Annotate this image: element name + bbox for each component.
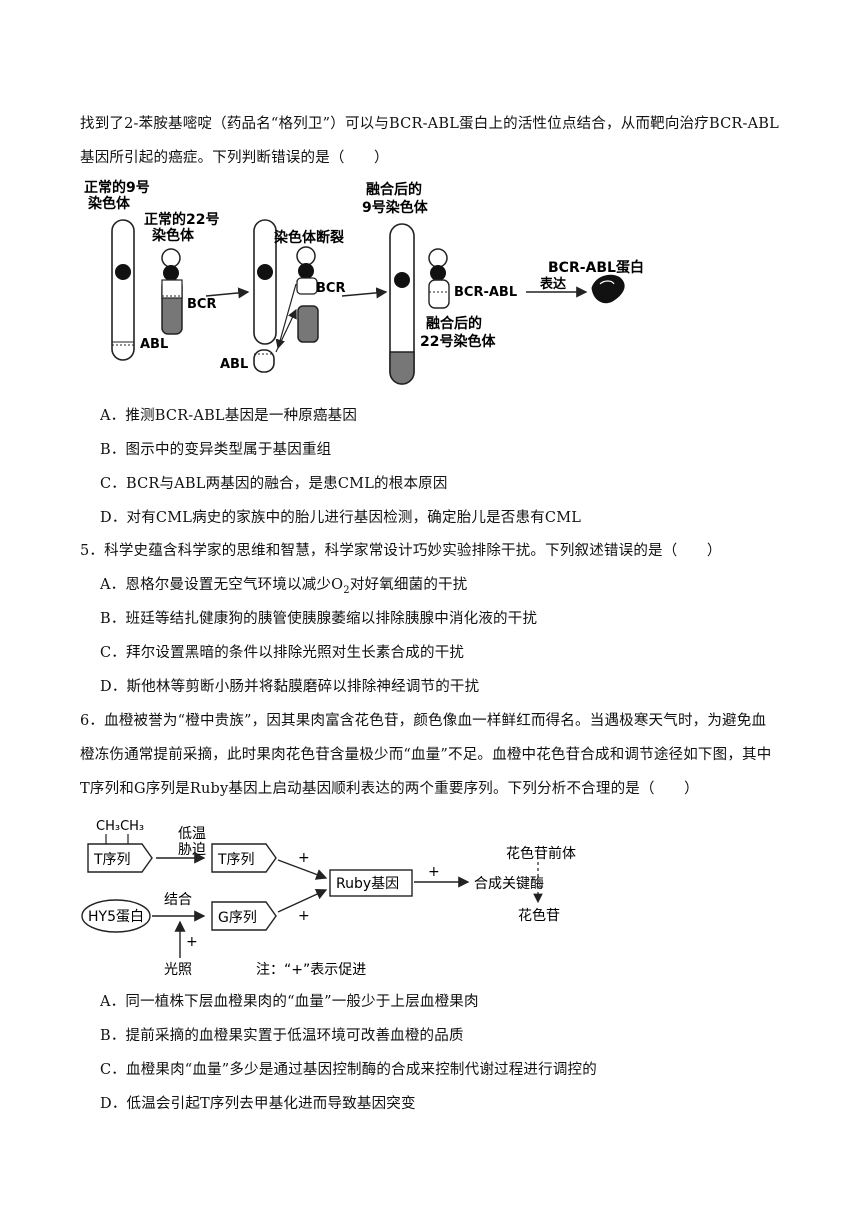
arrow-swap-2 — [275, 308, 297, 353]
t-sequence-box — [211, 843, 277, 873]
label-cold-b: 胁迫 — [178, 842, 206, 858]
label-normal22-b: 染色体 — [152, 227, 195, 244]
label-plus3: + — [298, 908, 310, 924]
label-g-seq: G序列 — [218, 910, 257, 926]
label-normal22-a: 正常的22号 — [144, 211, 219, 228]
label-cold-a: 低温 — [178, 826, 206, 842]
label-normal9-b: 染色体 — [88, 195, 131, 212]
label-anthocyanin: 花色苷 — [518, 907, 560, 924]
label-precursor: 花色苷前体 — [506, 845, 576, 862]
label-enzyme: 合成关键酶 — [474, 876, 544, 892]
q6-stem-line3: T序列和G序列是Ruby基因上启动基因顺利表达的两个重要序列。下列分析不合理的是… — [80, 781, 699, 797]
label-normal9-a: 正常的9号 — [84, 179, 150, 196]
arrow-stage2-3 — [341, 287, 388, 299]
q6-stem-line1: 6．血橙被誉为“橙中贵族”，因其果肉富含花色苷，颜色像血一样鲜红而得名。当遇极寒… — [80, 713, 767, 729]
label-fused9-a: 融合后的 — [366, 181, 422, 198]
q6-option-c: C．血橙果肉“血量”多少是通过基因控制酶的合成来控制代谢过程进行调控的 — [100, 1062, 597, 1078]
g-sequence-box — [211, 901, 277, 931]
q5-stem: 5．科学史蕴含科学家的思维和智慧，科学家常设计巧妙实验排除干扰。下列叙述错误的是… — [80, 543, 722, 559]
q4-stem-line1: 找到了2-苯胺基嘧啶（药品名“格列卫”）可以与BCR-ABL蛋白上的活性位点结合… — [80, 116, 779, 132]
chromosome-translocation-figure: 正常的9号 染色体 ABL 正常的22号 染色体 BCR ABL 染色体断裂 B… — [84, 179, 644, 385]
label-t-seq: T序列 — [217, 852, 255, 868]
t-sequence-left-box — [87, 843, 153, 873]
arrow-stage1-2 — [205, 287, 250, 299]
q6-option-a: A．同一植株下层血橙果肉的“血量”一般少于上层血橙果肉 — [100, 994, 479, 1010]
anthocyanin-pathway-figure: CH₃CH₃ T序列 低温 胁迫 T序列 + Ruby基因 + 合成关键酶 花色… — [81, 819, 576, 978]
normal-chromosome-22 — [161, 248, 183, 335]
normal-chromosome-9 — [111, 219, 135, 361]
label-abl1: ABL — [140, 337, 168, 352]
label-protein: BCR-ABL蛋白 — [548, 259, 644, 276]
label-break: 染色体断裂 — [274, 229, 344, 246]
q4-option-c: C．BCR与ABL两基因的融合，是患CML的根本原因 — [100, 476, 448, 492]
q5-option-d: D．斯他林等剪断小肠并将黏膜磨碎以排除神经调节的干扰 — [100, 679, 480, 695]
q5-option-c: C．拜尔设置黑暗的条件以排除光照对生长素合成的干扰 — [100, 645, 465, 661]
label-note: 注：“+”表示促进 — [256, 962, 366, 978]
label-bcr1: BCR — [187, 297, 216, 312]
q4-option-b: B．图示中的变异类型属于基因重组 — [100, 442, 332, 458]
label-fused22-b: 22号染色体 — [420, 333, 496, 350]
q5-option-a-sub: 2 — [343, 584, 350, 596]
q4-option-a: A．推测BCR-ABL基因是一种原癌基因 — [100, 408, 358, 424]
q6-option-d: D．低温会引起T序列去甲基化进而导致基因突变 — [100, 1096, 416, 1112]
arrow-t-to-ruby — [277, 859, 328, 880]
label-bcr2: BCR — [316, 281, 345, 296]
q5-option-a-pre: A．恩格尔曼设置无空气环境以减少O — [100, 577, 344, 593]
label-light: 光照 — [164, 962, 192, 978]
bcr-abl-protein-shape — [591, 274, 625, 304]
label-ruby: Ruby基因 — [336, 875, 399, 892]
label-t-seq-left: T序列 — [93, 852, 131, 868]
label-bind: 结合 — [164, 892, 192, 908]
breaking-chromosome-9 — [253, 219, 277, 373]
q4-option-d: D．对有CML病史的家族中的胎儿进行基因检测，确定胎儿是否患有CML — [100, 510, 582, 526]
label-plus4: + — [186, 934, 198, 950]
label-fused9-b: 9号染色体 — [362, 199, 429, 216]
label-bcr-abl: BCR-ABL — [454, 285, 517, 300]
breaking-chromosome-22 — [296, 246, 319, 343]
q6-option-b: B．提前采摘的血橙果实置于低温环境可改善血橙的品质 — [100, 1028, 464, 1044]
label-abl2: ABL — [220, 357, 248, 372]
q5-option-b: B．班廷等结扎健康狗的胰管使胰腺萎缩以排除胰腺中消化液的干扰 — [100, 611, 538, 627]
ruby-gene-box — [329, 869, 413, 897]
label-plus2: + — [428, 864, 440, 880]
arrow-swap-1 — [275, 283, 297, 350]
q5-option-a-post: 对好氧细菌的干扰 — [349, 577, 468, 593]
q4-stem-line2: 基因所引起的癌症。下列判断错误的是（ ） — [80, 150, 389, 166]
label-methyl: CH₃CH₃ — [96, 819, 144, 834]
label-express: 表达 — [539, 276, 566, 292]
label-hy5: HY5蛋白 — [88, 909, 144, 925]
label-fused22-a: 融合后的 — [426, 315, 482, 332]
hy5-protein-ellipse — [81, 899, 151, 933]
q6-stem-line2: 橙冻伤通常提前采摘，此时果肉花色苷含量极少而“血量”不足。血橙中花色苷合成和调节… — [80, 747, 772, 763]
fused-chromosome-9 — [389, 223, 415, 385]
arrow-g-to-ruby — [277, 888, 328, 913]
q5-option-a: A．恩格尔曼设置无空气环境以减少O2对好氧细菌的干扰 — [100, 573, 467, 596]
fused-chromosome-22 — [428, 248, 450, 309]
label-plus1: + — [298, 850, 310, 866]
